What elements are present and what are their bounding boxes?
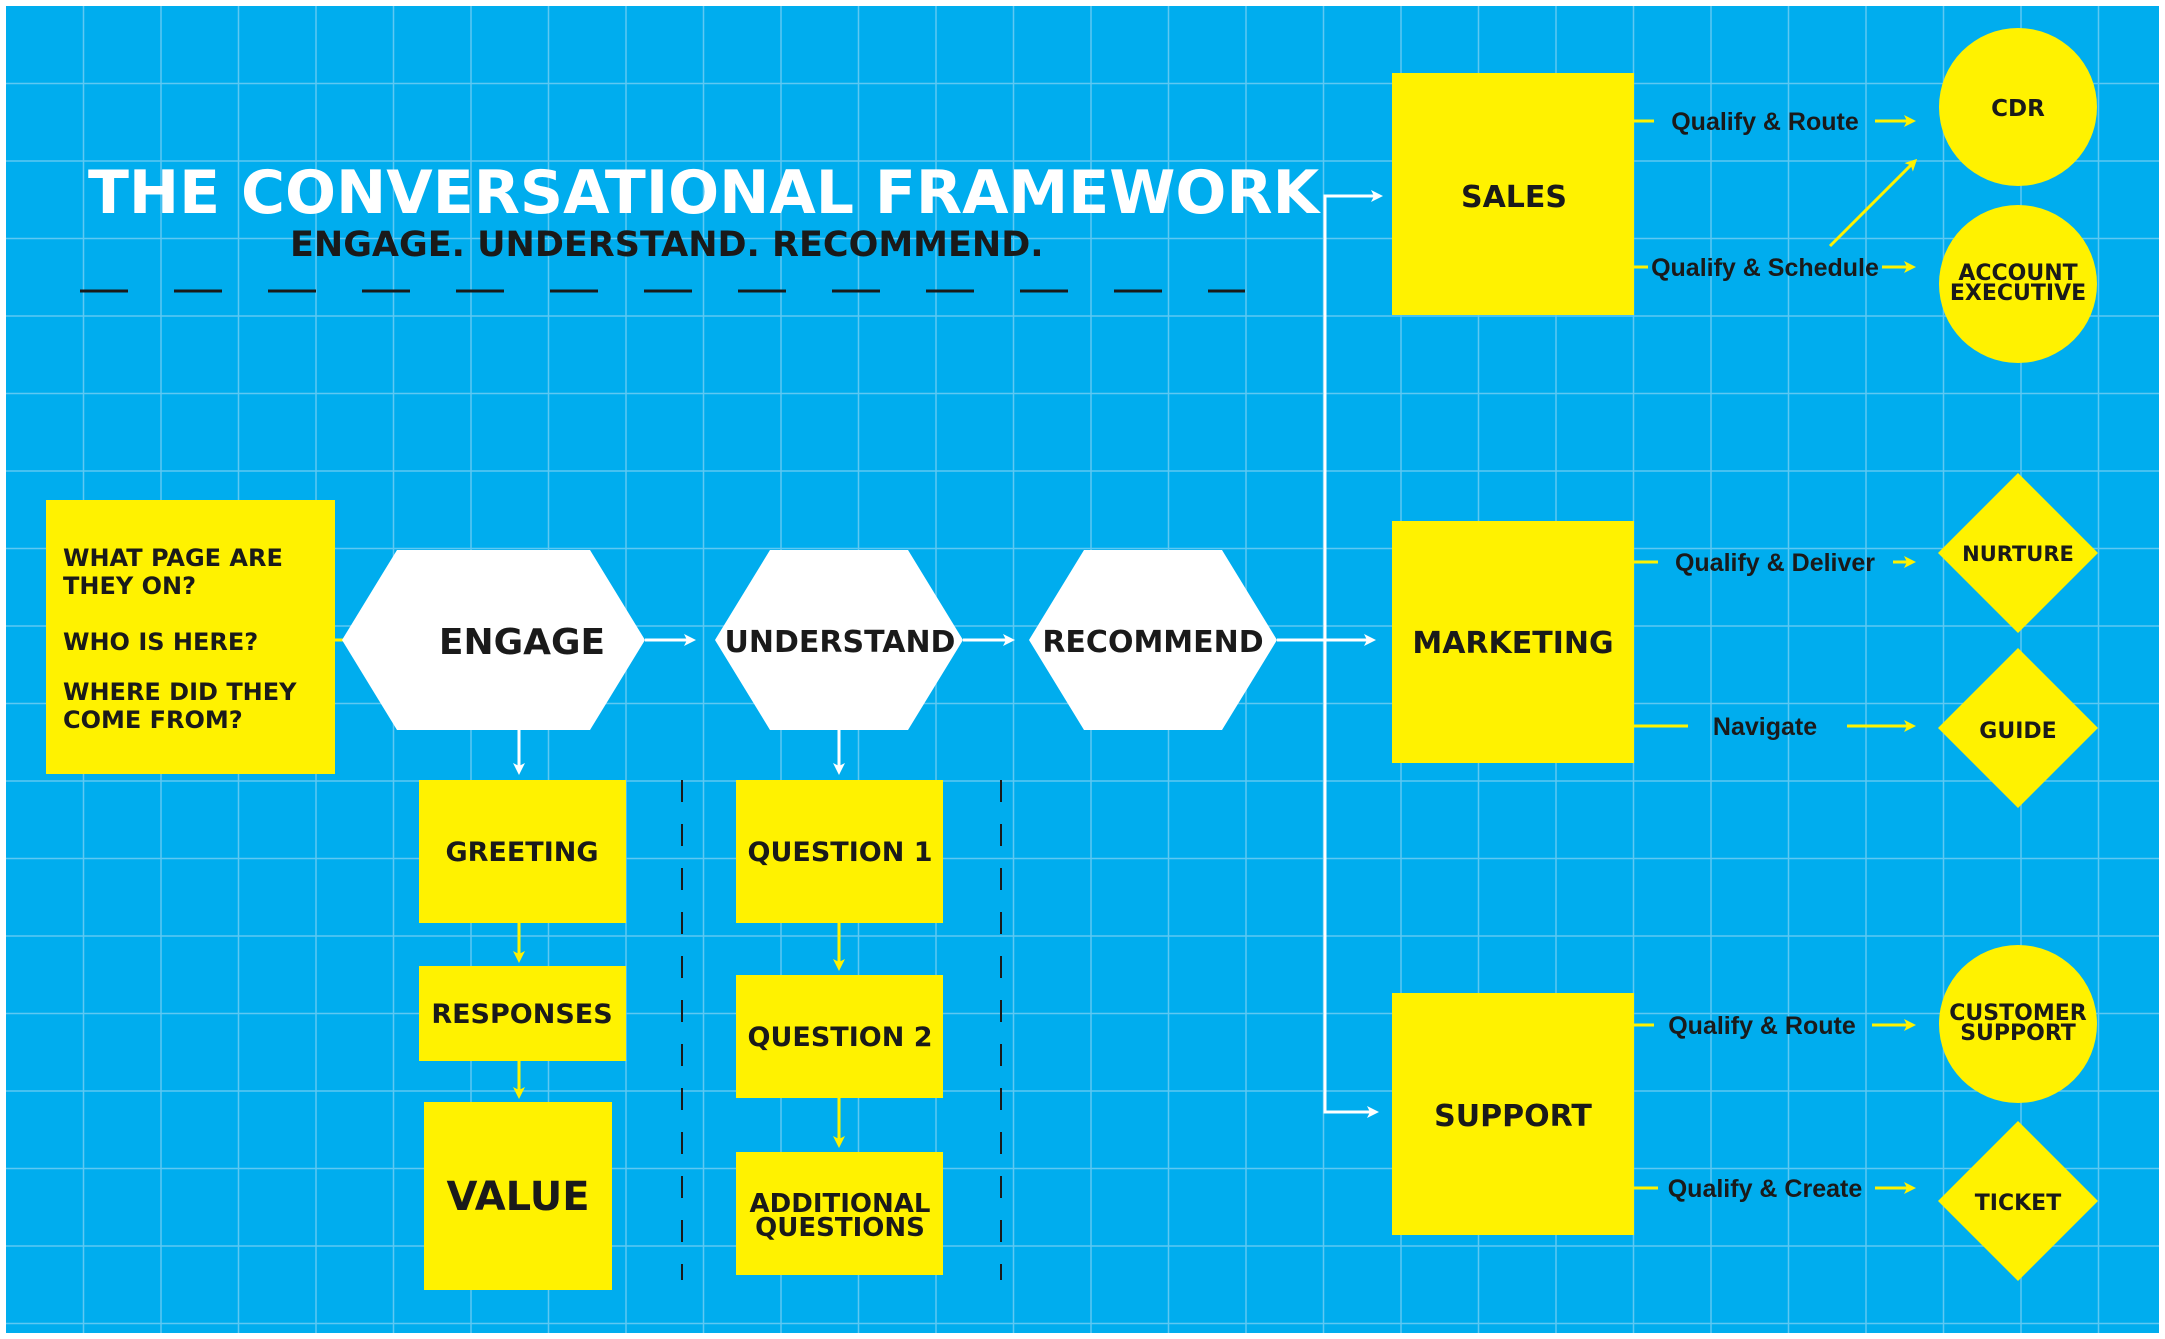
question1-label: QUESTION 1 [748, 837, 933, 868]
greeting-label: GREETING [445, 837, 598, 868]
account-executive-label-line1: ACCOUNT [1958, 261, 2077, 286]
additional-questions-label-line2: QUESTIONS [755, 1213, 925, 1243]
ticket-diamond [1938, 1121, 2098, 1281]
question2-label: QUESTION 2 [748, 1022, 933, 1053]
recommend-label: RECOMMEND [1042, 625, 1263, 660]
question2-box [736, 975, 943, 1098]
ticket-label: TICKET [1975, 1191, 2061, 1216]
context-question-page-line2: THEY ON? [63, 572, 196, 600]
additional-questions-label-line1: ADDITIONAL [750, 1189, 931, 1219]
marketing-box [1392, 521, 1634, 763]
context-question-page-line1: WHAT PAGE ARE [63, 544, 283, 572]
context-question-source-line1: WHERE DID THEY [63, 678, 297, 706]
cdr-label: CDR [1991, 96, 2045, 122]
sales-box [1392, 73, 1634, 315]
route-line-schedule-to-cdr [1828, 158, 1918, 248]
context-question-who: WHO IS HERE? [63, 628, 258, 656]
cdr-circle [1939, 28, 2097, 186]
account-executive-label-line2: EXECUTIVE [1950, 281, 2086, 306]
sales-label: SALES [1461, 180, 1567, 215]
branch-line-to-support [1323, 640, 1379, 1118]
branch-line-to-sales [1323, 190, 1383, 640]
route-label-sales-qualify-route: Qualify & Route [1671, 108, 1859, 136]
route-label-support-qualify-route: Qualify & Route [1668, 1012, 1856, 1040]
engage-hexagon [342, 550, 645, 730]
context-box [46, 500, 335, 774]
nurture-label: NURTURE [1962, 542, 2074, 566]
support-label: SUPPORT [1434, 1099, 1592, 1134]
context-question-source-line2: COME FROM? [63, 706, 243, 734]
nurture-diamond [1938, 473, 2098, 633]
account-executive-circle [1939, 205, 2097, 363]
additional-questions-box [736, 1152, 943, 1275]
marketing-label: MARKETING [1412, 626, 1613, 661]
recommend-hexagon [1029, 550, 1277, 730]
guide-diamond [1938, 648, 2098, 808]
route-label-marketing-qualify-deliver: Qualify & Deliver [1675, 549, 1875, 577]
question1-box [736, 780, 943, 923]
diagram-title: THE CONVERSATIONAL FRAMEWORK [88, 158, 1322, 228]
value-box [424, 1102, 612, 1290]
value-label: VALUE [446, 1174, 589, 1220]
diagram-subtitle: ENGAGE. UNDERSTAND. RECOMMEND. [290, 225, 1044, 265]
greeting-box [419, 780, 626, 923]
guide-label: GUIDE [1979, 719, 2056, 744]
customer-support-circle [1939, 945, 2097, 1103]
route-label-marketing-navigate: Navigate [1713, 713, 1817, 741]
engage-label: ENGAGE [439, 622, 605, 663]
support-box [1392, 993, 1634, 1235]
customer-support-label-line1: CUSTOMER [1949, 1001, 2086, 1026]
understand-label: UNDERSTAND [725, 625, 956, 660]
customer-support-label-line2: SUPPORT [1960, 1021, 2076, 1046]
route-label-support-qualify-create: Qualify & Create [1668, 1175, 1863, 1203]
understand-hexagon [715, 550, 963, 730]
responses-label: RESPONSES [431, 999, 612, 1030]
route-label-sales-qualify-schedule: Qualify & Schedule [1651, 254, 1879, 282]
responses-box [419, 966, 626, 1061]
